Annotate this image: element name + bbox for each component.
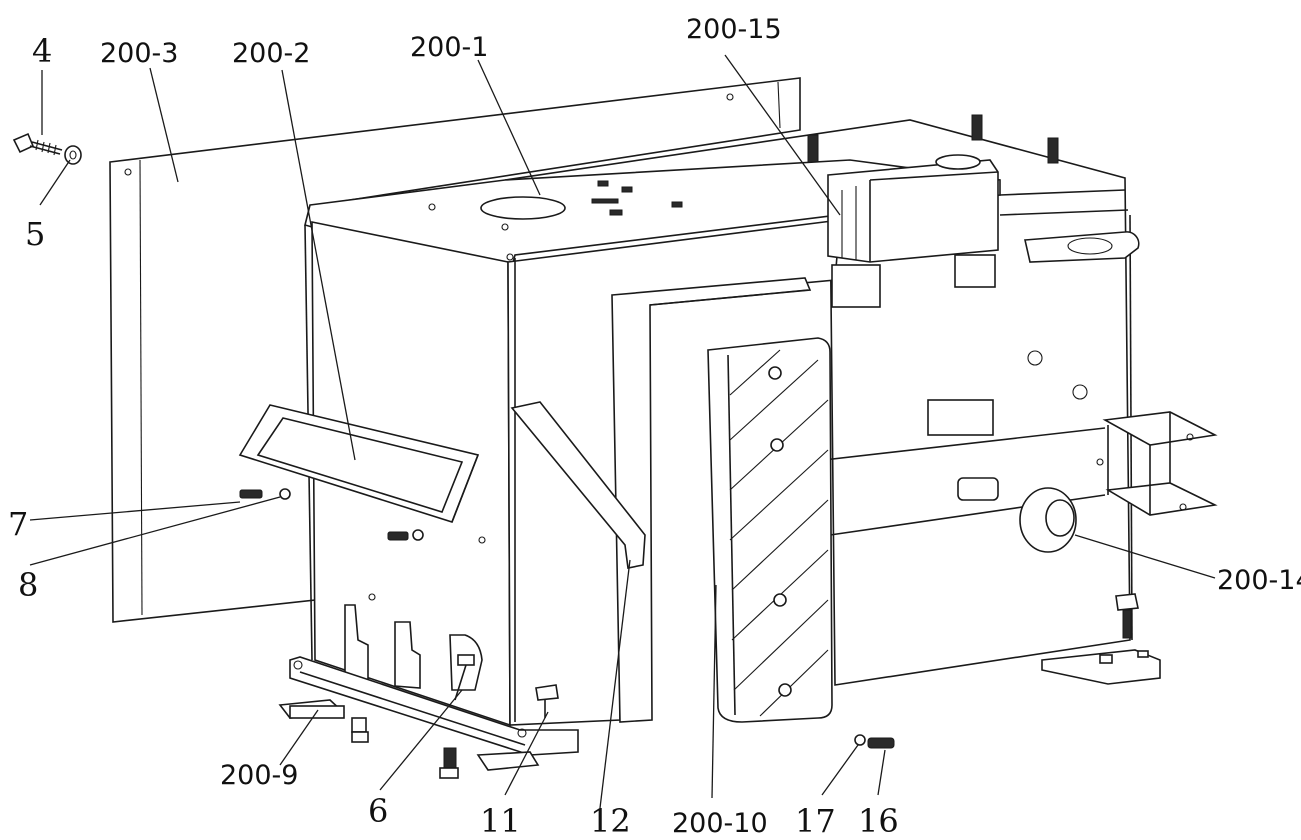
callout-labels: 4 5 200-3 200-2 200-1 200-15 7 8 200-14 …: [8, 14, 1301, 840]
label-4: 4: [32, 32, 52, 70]
label-200-15: 200-15: [686, 14, 782, 45]
label-200-9: 200-9: [220, 760, 298, 791]
handle-plate: [707, 337, 833, 723]
display-window: [238, 404, 480, 523]
label-7: 7: [8, 505, 28, 543]
label-200-1: 200-1: [410, 32, 488, 63]
label-17: 17: [795, 802, 836, 840]
label-11: 11: [480, 802, 521, 840]
side-frame: [510, 277, 812, 723]
label-8: 8: [18, 566, 38, 604]
main-box: [289, 159, 1001, 756]
ring-insulator: [1019, 487, 1077, 553]
feet: [278, 649, 1161, 771]
label-5: 5: [25, 215, 45, 253]
label-200-10: 200-10: [672, 808, 768, 839]
leader-lines: [29, 54, 1216, 809]
label-12: 12: [590, 802, 631, 840]
cover-box: [827, 154, 999, 308]
label-200-2: 200-2: [232, 38, 310, 69]
label-16: 16: [858, 802, 899, 840]
side-bracket: [1102, 411, 1218, 516]
fasteners: [12, 132, 1139, 779]
label-6: 6: [368, 792, 388, 830]
label-200-3: 200-3: [100, 38, 178, 69]
label-200-14: 200-14: [1217, 565, 1301, 596]
